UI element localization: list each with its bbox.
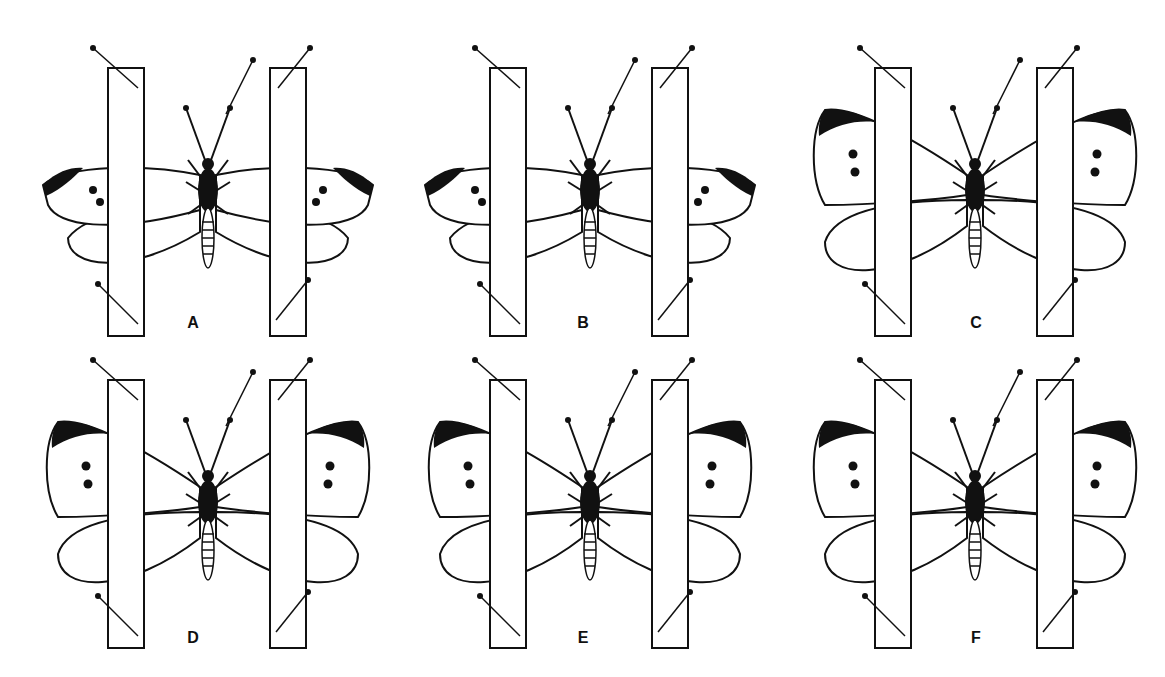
panel-c: [814, 45, 1137, 336]
panel-b: [425, 45, 755, 336]
panel-letter: C: [970, 314, 982, 332]
panel-letter: A: [187, 314, 199, 332]
panel-letter: E: [578, 629, 589, 647]
panel-f: [814, 357, 1137, 648]
panel-a: [43, 45, 373, 336]
panel-letter: D: [187, 629, 199, 647]
panel-letter: B: [577, 314, 589, 332]
panel-letter: F: [971, 629, 981, 647]
panel-d: [47, 357, 370, 648]
panel-e: [429, 357, 752, 648]
